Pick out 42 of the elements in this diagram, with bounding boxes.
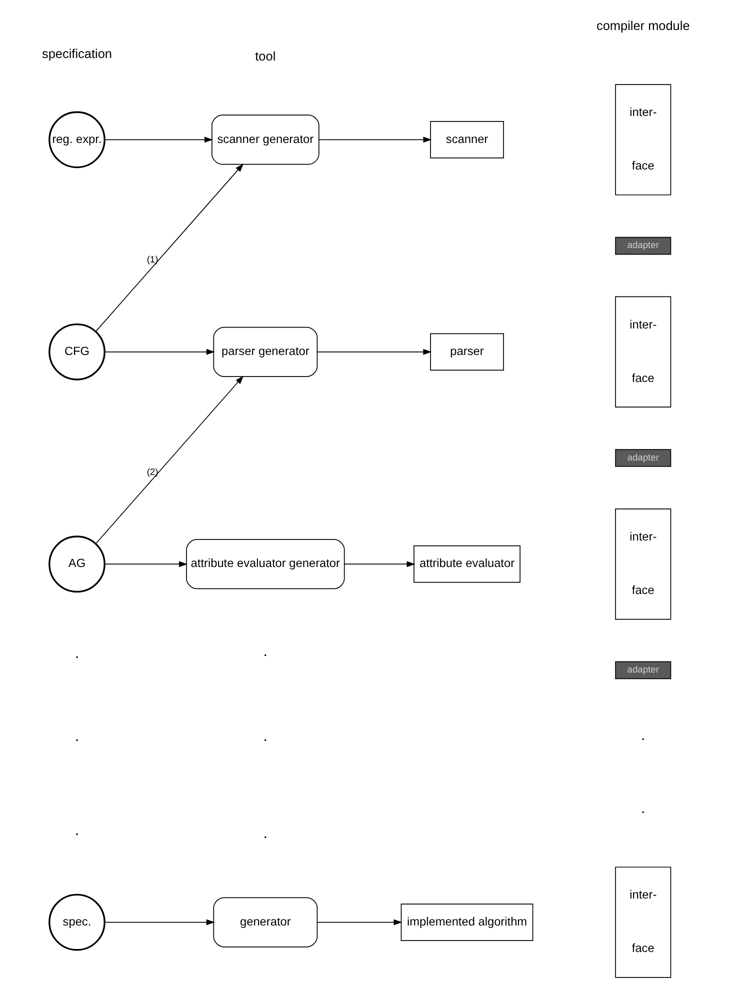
arrow — [94, 164, 244, 332]
arrow — [104, 348, 214, 355]
edge-label: (1) — [146, 254, 158, 265]
label: . — [262, 643, 268, 660]
arrow — [104, 136, 212, 143]
node-box: adapter — [614, 661, 671, 680]
label: . — [262, 728, 268, 745]
arrow — [104, 919, 214, 926]
arrow — [316, 348, 432, 355]
node-circle: AG — [48, 536, 105, 593]
label: . — [74, 644, 79, 662]
label: . — [74, 728, 79, 745]
node-box: parser — [430, 333, 504, 371]
arrow — [343, 561, 415, 568]
label: specification — [41, 46, 112, 61]
node-box: scanner — [430, 121, 504, 158]
label: . — [640, 800, 645, 818]
node-box: adapter — [614, 449, 671, 467]
arrow — [318, 136, 432, 143]
label: . — [262, 824, 268, 842]
node-circle: reg. expr. — [48, 111, 105, 168]
node-box: parser generator — [212, 326, 318, 377]
node-box: scanner generator — [211, 114, 319, 165]
arrow — [94, 376, 244, 544]
node-circle: CFG — [48, 323, 105, 380]
node-box: inter- face — [614, 296, 671, 408]
label: compiler module — [596, 18, 690, 33]
node-box: attribute evaluator generator — [186, 539, 344, 590]
node-circle: spec. — [48, 894, 105, 951]
node-box: inter- face — [614, 866, 671, 978]
label: . — [74, 822, 79, 840]
node-box: attribute evaluator — [413, 545, 520, 583]
node-box: adapter — [614, 236, 671, 255]
edge-label: (2) — [146, 466, 158, 477]
node-box: inter- face — [614, 508, 671, 620]
arrow — [316, 919, 402, 926]
label: . — [640, 727, 645, 744]
label: tool — [254, 48, 276, 64]
arrow — [104, 561, 187, 568]
node-box: inter- face — [614, 84, 671, 196]
node-box: generator — [212, 897, 318, 948]
node-box: implemented algorithm — [400, 904, 533, 941]
